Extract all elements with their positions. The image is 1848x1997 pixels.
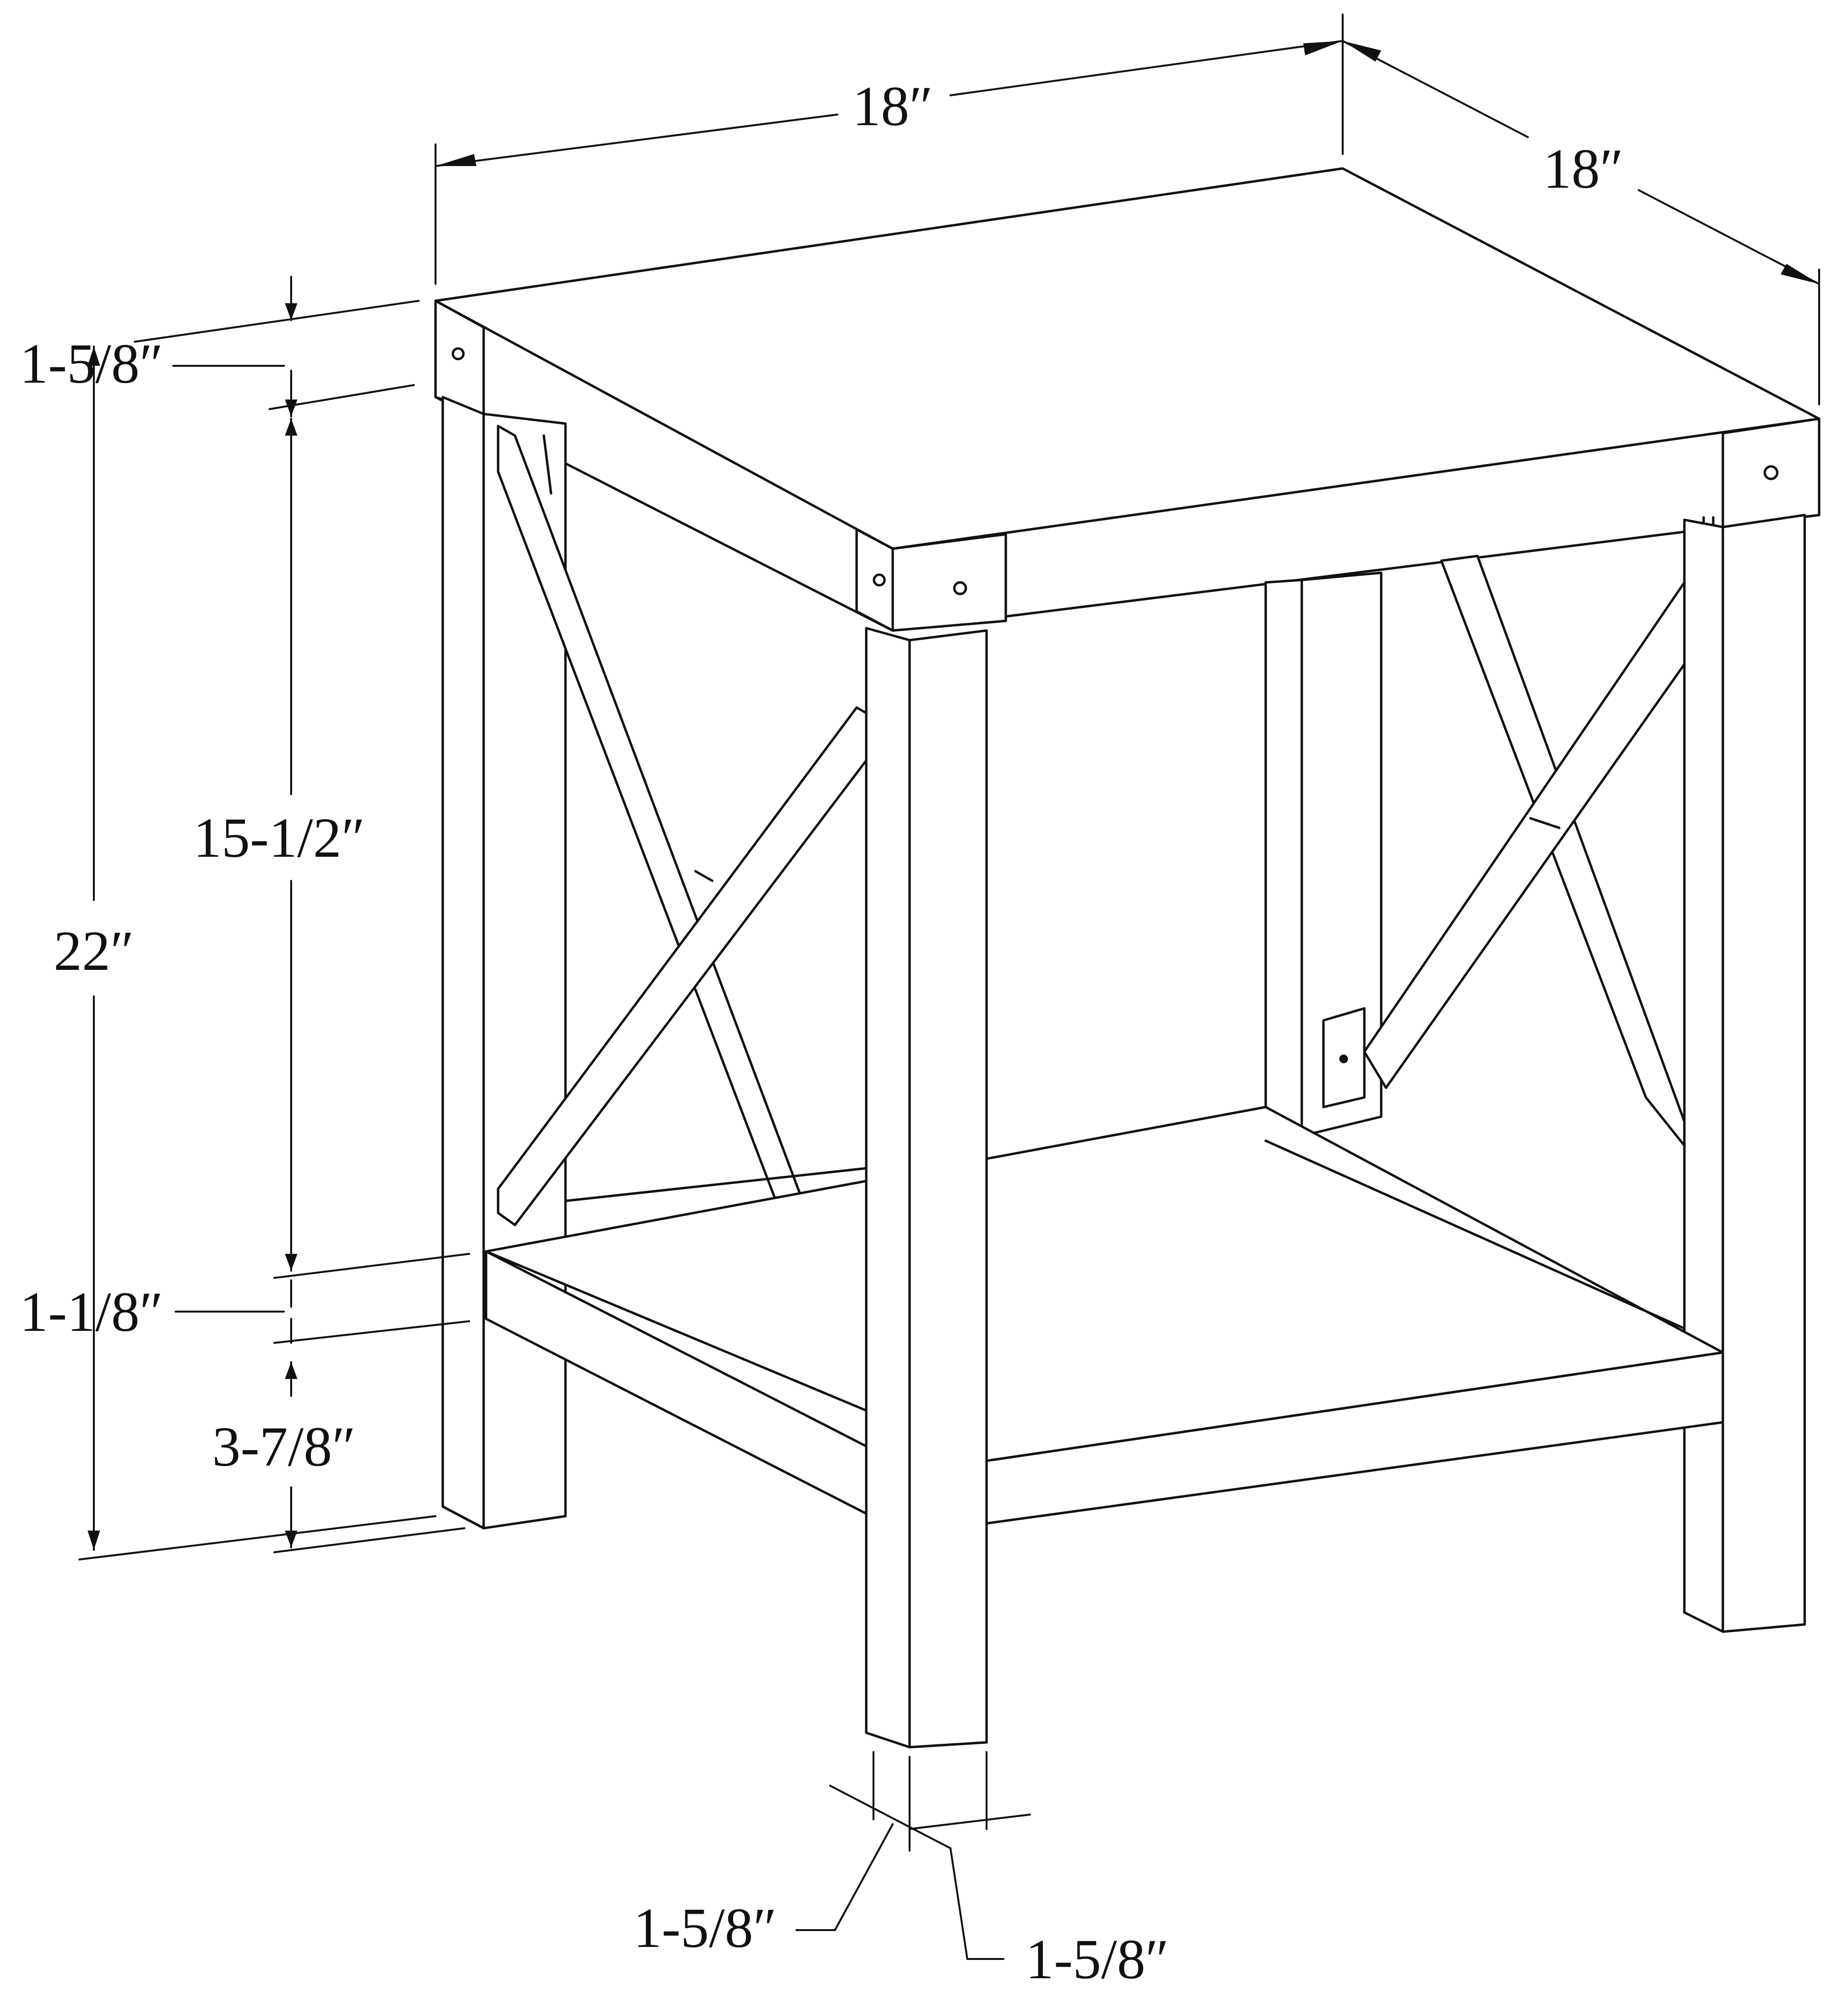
bolt-hole [873,573,886,587]
dimension-labels: 18″ 18″ 1-5/8″ 22″ 15-1/2″ 1-1/8″ 3-7/8″… [20,75,1624,1991]
bolt-hole [451,347,465,361]
width-dimension-label: 18″ [852,75,933,138]
shelf-thickness-label: 1-1/8″ [20,1280,163,1343]
bolt-hole [953,581,967,595]
tabletop [434,167,1821,632]
dimension-lines [78,13,1820,1960]
apron-to-shelf-label: 15-1/2″ [193,806,365,869]
bolt-hole [1339,1055,1348,1063]
leg-front-right [1683,514,1806,1633]
leg-depth-label: 1-5/8″ [1026,1928,1169,1991]
lower-shelf [485,1106,1724,1525]
top-thickness-label: 1-5/8″ [20,332,163,395]
leg-back-right [1264,571,1383,1137]
leg-front-left [865,627,988,1749]
leg-width-label: 1-5/8″ [633,1896,777,1959]
end-table [434,167,1821,1749]
corner-bracket-front [855,528,1007,632]
depth-dimension-label: 18″ [1543,137,1623,200]
right-x-brace [1363,554,1686,1147]
overall-height-label: 22″ [53,919,134,982]
shelf-to-floor-label: 3-7/8″ [212,1415,356,1478]
bolt-hole [1763,465,1779,480]
